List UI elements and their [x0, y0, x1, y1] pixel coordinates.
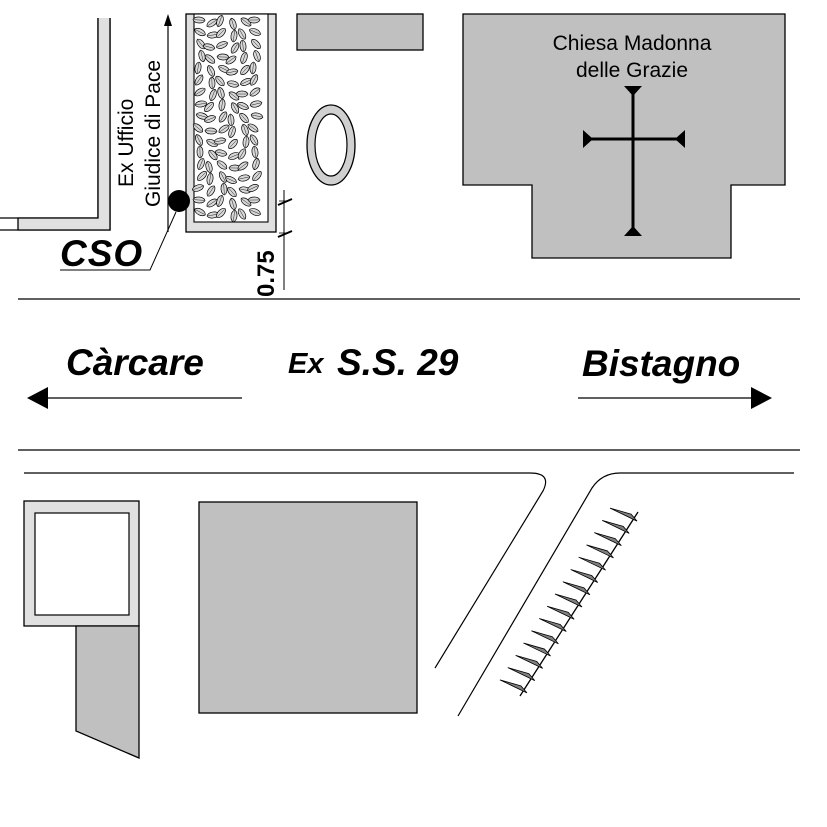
office-label-line1: Ex Ufficio	[115, 99, 138, 187]
church-label-line1: Chiesa Madonna	[553, 32, 712, 55]
left-building-outline	[0, 18, 111, 231]
cso-location-marker[interactable]	[168, 190, 190, 212]
west-destination-label: Càrcare	[66, 342, 204, 383]
left-building-sidewalk	[98, 18, 110, 230]
cross-icon	[583, 86, 685, 236]
side-road-edge-east	[457, 472, 794, 717]
oval-fountain-inner	[314, 113, 348, 177]
east-destination-label: Bistagno	[582, 343, 740, 384]
small-building-top	[296, 13, 424, 51]
church-building	[462, 13, 786, 259]
cso-label: CSO	[60, 233, 143, 274]
distance-label: 0.75	[253, 250, 280, 297]
east-arrow-icon	[751, 387, 772, 409]
left-building-sidewalk-bottom	[18, 218, 110, 230]
office-label-line2: Giudice di Pace	[142, 60, 165, 207]
escarpment-hatching	[499, 507, 638, 694]
wedge-building	[75, 625, 140, 759]
road-label-main: S.S. 29	[337, 342, 459, 383]
road-label-prefix: Ex	[288, 348, 325, 380]
west-arrow-icon	[27, 387, 48, 409]
large-building	[198, 501, 418, 714]
church-label-line2: delle Grazie	[576, 59, 688, 82]
square-building-inner	[34, 512, 130, 616]
side-road-edge-west	[24, 472, 547, 669]
left-building-inner-outline	[0, 18, 99, 219]
office-pointer-arrowhead	[164, 14, 172, 26]
cso-leader-line	[60, 211, 177, 271]
